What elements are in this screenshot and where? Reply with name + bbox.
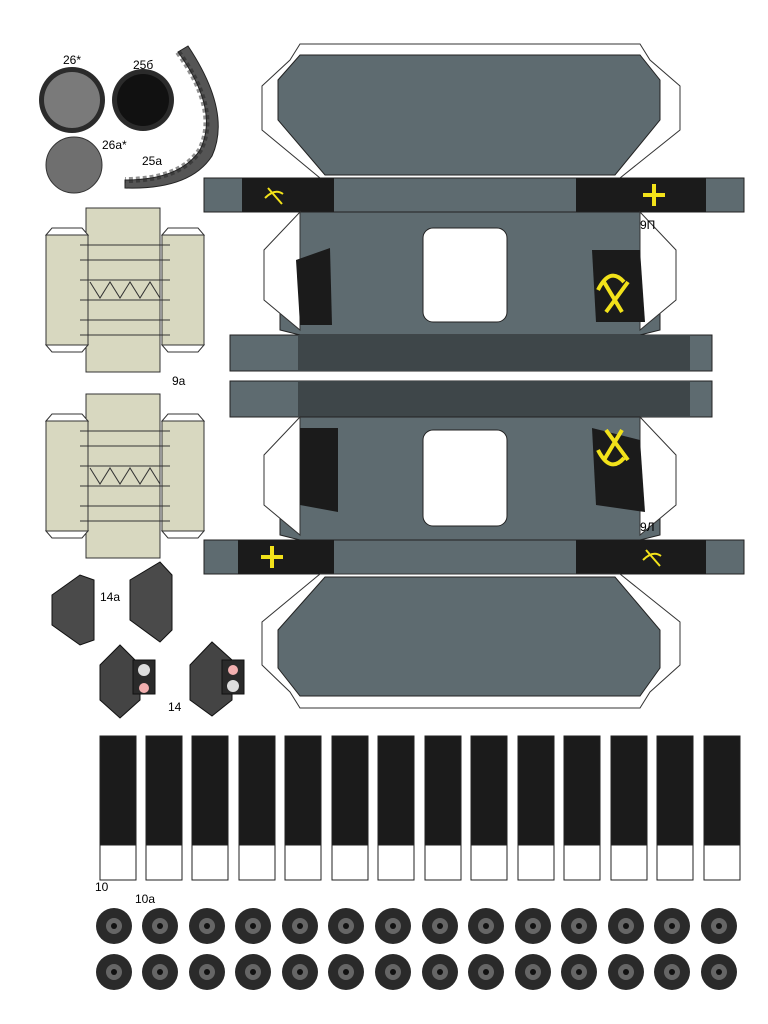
label-14: 14	[168, 700, 182, 714]
part-9a-top-panel	[44, 207, 206, 373]
part-26a-disc	[45, 136, 103, 194]
part-9a-bottom-panel	[44, 393, 206, 559]
label-14a: 14а	[100, 590, 121, 604]
part-14a-plate-left	[51, 574, 95, 646]
part-14-hatch-left	[99, 644, 156, 719]
part-25a-curved-strip	[124, 45, 219, 189]
part-25b-disc	[112, 69, 174, 131]
label-10a: 10а	[135, 892, 156, 906]
part-9-hull-net	[203, 43, 745, 709]
label-9a: 9а	[172, 374, 186, 388]
wrench-emblem-icon	[264, 187, 662, 567]
part-10a-wheels	[96, 908, 737, 990]
part-14a-plate-right	[129, 561, 173, 643]
label-25a: 25а	[142, 154, 163, 168]
part-10-track-links	[99, 735, 741, 881]
label-26a: 26а*	[102, 138, 127, 152]
cross-emblem-icon	[261, 184, 665, 568]
part-14-hatch-right	[189, 641, 245, 717]
label-9p: 9П	[640, 218, 656, 232]
label-26: 26*	[63, 53, 82, 67]
label-25b: 25б	[133, 58, 154, 72]
label-9l: 9Л	[640, 520, 655, 534]
part-26-disc	[39, 67, 105, 133]
crossed-hammers-icon	[596, 273, 630, 467]
label-10: 10	[95, 880, 109, 894]
